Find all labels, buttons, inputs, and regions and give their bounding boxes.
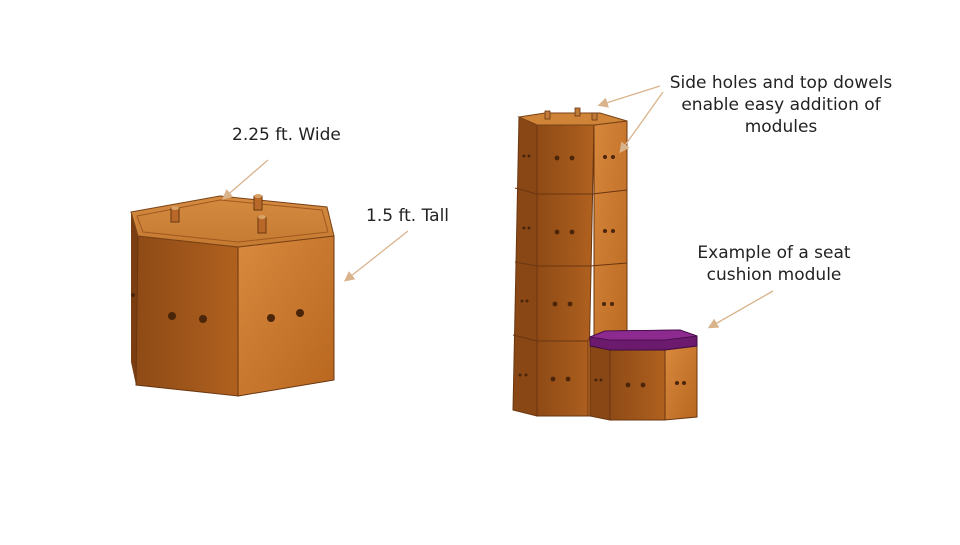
height-annotation: 1.5 ft. Tall — [366, 206, 450, 226]
dowel — [253, 194, 263, 211]
arrow-height — [343, 230, 409, 282]
module-front-face — [135, 235, 239, 397]
seat-line-1: Example of a seat — [697, 243, 851, 263]
side-holes-line-1: Side holes and top dowels — [669, 73, 893, 93]
single-module — [130, 194, 335, 397]
width-annotation: 2.25 ft. Wide — [232, 125, 341, 145]
side-hole — [131, 293, 304, 323]
seat-line-2: cushion module — [706, 265, 842, 285]
tower-left-face — [512, 116, 538, 417]
seat-annotation: Example of a seat cushion module — [692, 242, 856, 286]
side-holes-line-3: modules — [744, 117, 818, 137]
side-holes-line-2: enable easy addition of — [681, 95, 881, 115]
annotation-arrows — [222, 85, 774, 329]
side-hole — [594, 378, 686, 388]
arrow-dowels — [597, 85, 661, 108]
dowel — [257, 215, 267, 234]
dowel — [170, 206, 180, 223]
side-holes-annotation: Side holes and top dowels enable easy ad… — [650, 72, 912, 138]
dowel — [544, 107, 598, 121]
tower-top — [517, 112, 628, 126]
tower-front-face — [536, 124, 595, 417]
module-tower — [512, 107, 628, 417]
side-hole — [518, 154, 615, 382]
module-right-face — [237, 235, 335, 397]
arrow-holes — [619, 91, 664, 154]
arrow-seat — [707, 290, 774, 329]
module-top — [130, 195, 335, 248]
arrow-width — [222, 159, 269, 200]
seat-module — [588, 329, 698, 421]
